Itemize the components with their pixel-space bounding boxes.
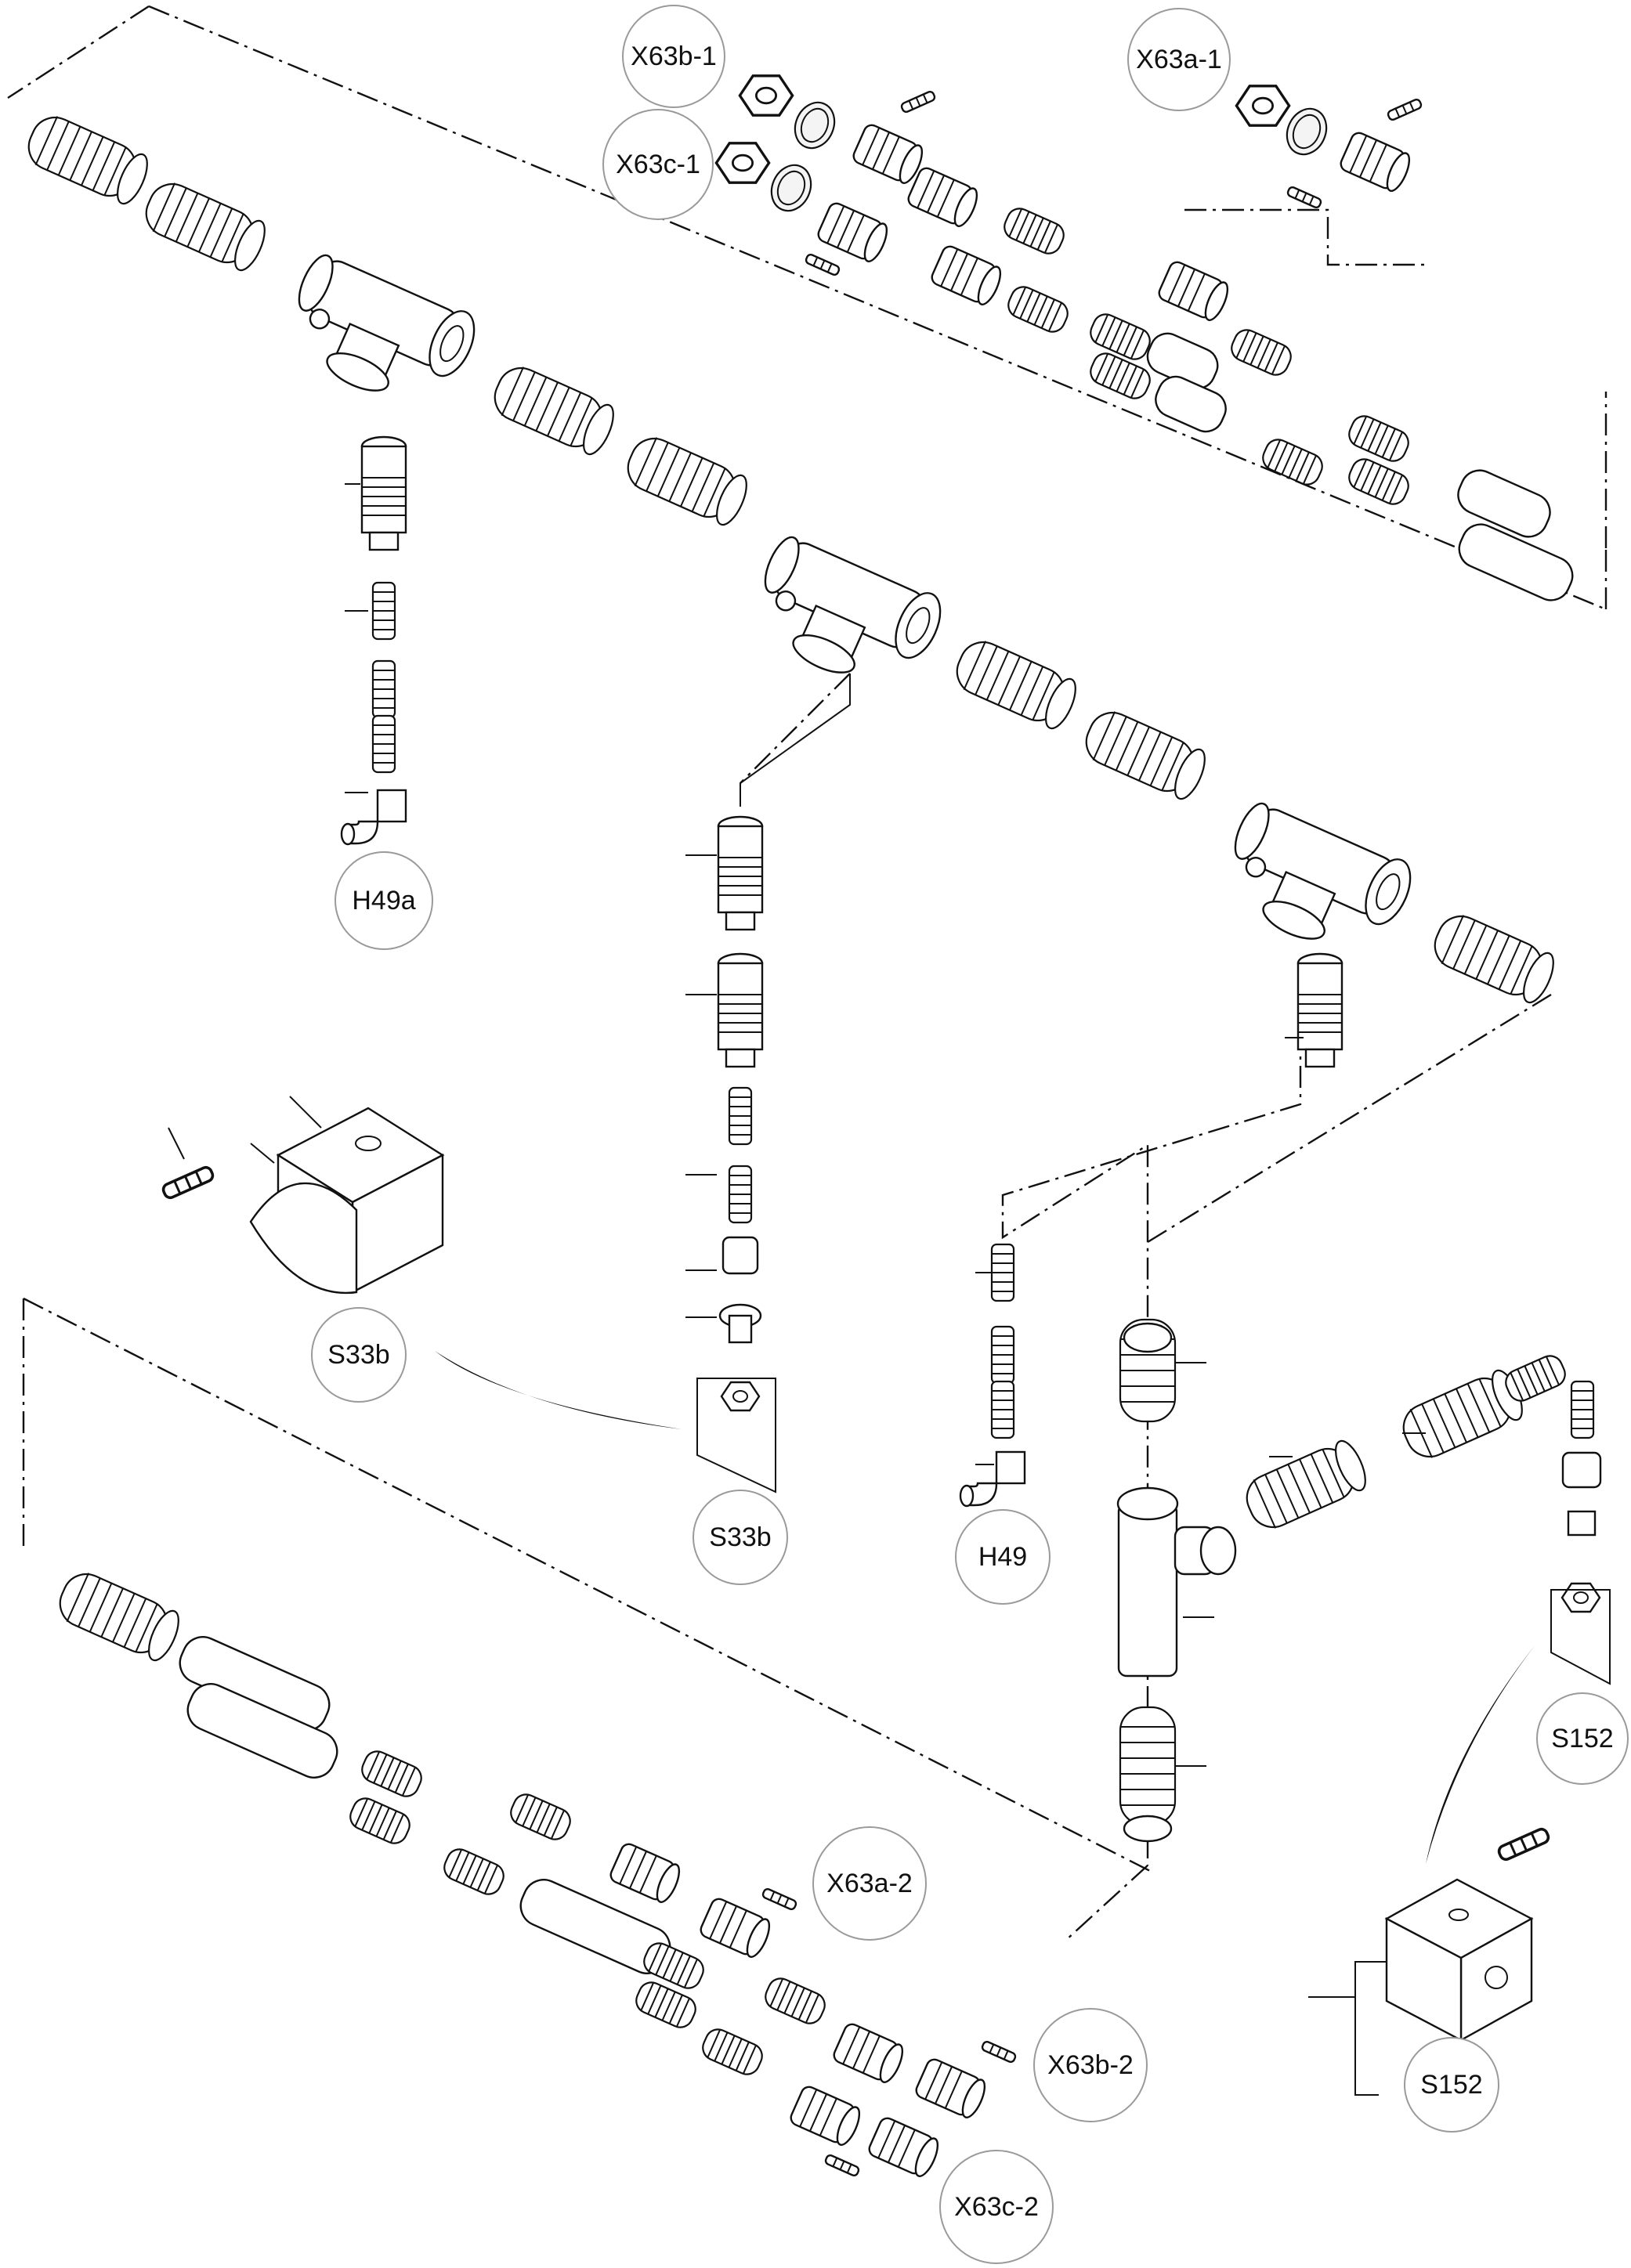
label-text: S152: [1551, 1724, 1613, 1753]
hose-segment: [949, 634, 1083, 734]
label-text: X63a-2: [826, 1869, 913, 1898]
hose-segment: [486, 359, 620, 460]
top-right-cluster: [714, 74, 1574, 601]
label-text: X63b-2: [1047, 2050, 1134, 2080]
hose-segment: [1078, 704, 1212, 804]
label-x63c-1: X63c-1: [602, 109, 714, 220]
hose-segment: [138, 175, 272, 276]
label-x63a-1: X63a-1: [1127, 8, 1231, 111]
hose-segment: [620, 430, 754, 530]
label-x63b-2: X63b-2: [1033, 2008, 1148, 2122]
label-s33b-top: S33b: [311, 1307, 407, 1403]
label-text: X63b-1: [631, 42, 717, 71]
label-text: S33b: [709, 1522, 771, 1552]
s33b-assembly: [685, 674, 851, 1493]
tee-fitting: [737, 527, 950, 706]
bottom-left-cluster: [52, 1566, 1018, 2180]
label-s152-top: S152: [1536, 1692, 1629, 1785]
label-x63a-2: X63a-2: [812, 1826, 927, 1941]
label-text: S33b: [327, 1340, 389, 1370]
s33b-block: [160, 1096, 682, 1429]
label-text: S152: [1420, 2070, 1482, 2100]
label-h49a: H49a: [335, 851, 433, 950]
connection-line: [7, 5, 1607, 611]
bottom-right-tee: [1116, 1318, 1611, 1843]
tee-fitting: [271, 245, 484, 424]
h49-assembly: [959, 1243, 1026, 1508]
hose-segment: [1427, 908, 1560, 1008]
connection-line: [740, 673, 1302, 1245]
connection-line: [22, 1297, 1152, 1873]
label-text: H49: [978, 1542, 1027, 1572]
label-text: H49a: [352, 886, 415, 916]
hose-segment: [20, 109, 154, 209]
label-x63b-1: X63b-1: [622, 5, 725, 108]
h49a-assembly: [340, 435, 407, 846]
connection-line: [1184, 208, 1426, 266]
label-s152-bottom: S152: [1404, 2037, 1499, 2133]
label-h49: H49: [955, 1509, 1051, 1605]
label-text: X63c-2: [954, 2192, 1039, 2222]
label-x63c-2: X63c-2: [939, 2150, 1054, 2264]
label-text: X63c-1: [616, 150, 700, 179]
tee-fitting: [1207, 793, 1420, 972]
label-s33b-bottom: S33b: [693, 1490, 788, 1585]
right-branch: [1285, 952, 1343, 1068]
label-text: X63a-1: [1136, 45, 1222, 74]
s152-block: [1308, 1645, 1552, 2096]
